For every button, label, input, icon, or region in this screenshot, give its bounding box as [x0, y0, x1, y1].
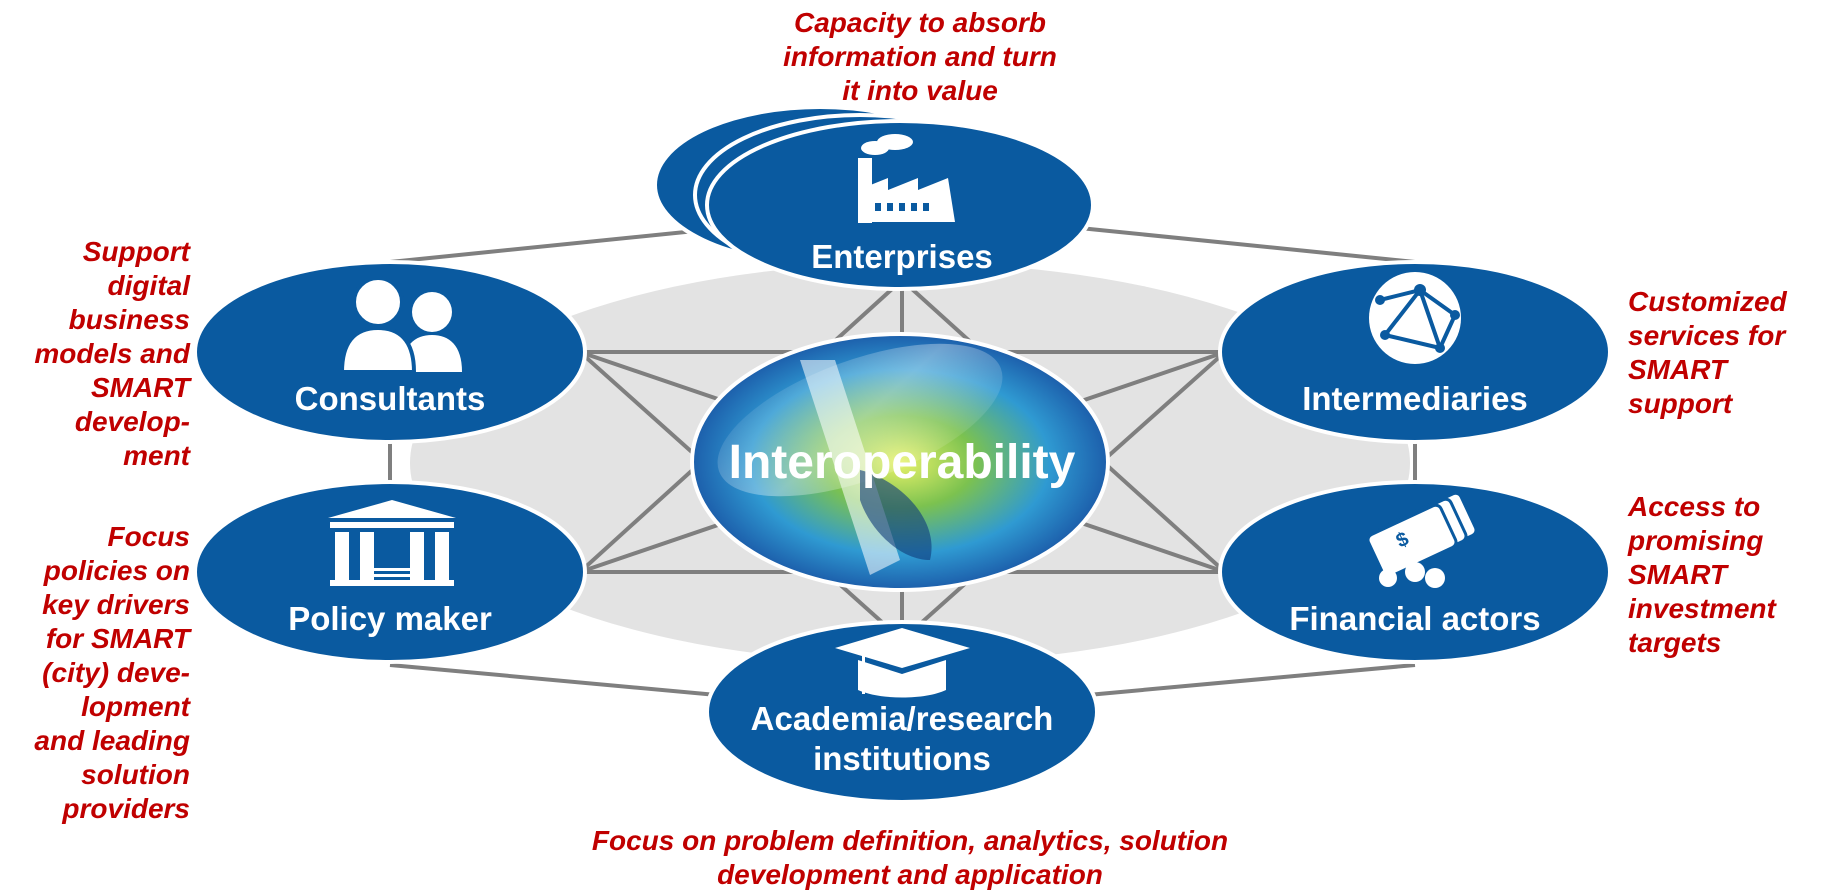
globe-network-icon	[1369, 272, 1461, 364]
node-label: Intermediaries	[1302, 380, 1528, 417]
factory-icon	[858, 134, 955, 223]
interoperability-hub: Interoperability	[690, 332, 1110, 592]
annotation-enterprises: Capacity to absorb information and turn …	[783, 7, 1057, 106]
node-label: Consultants	[295, 380, 486, 417]
annotation-consultants: Support digital business models and SMAR…	[34, 236, 190, 471]
annotation-intermediaries: Customized services for SMART support	[1628, 286, 1787, 419]
node-academia[interactable]: Academia/research institutions	[705, 620, 1099, 804]
node-intermediaries[interactable]: Intermediaries	[1218, 260, 1612, 444]
government-building-icon	[328, 500, 456, 586]
node-financial[interactable]: $ Financial actors	[1218, 480, 1612, 664]
graduation-cap-icon	[835, 628, 970, 698]
node-enterprises[interactable]: Enterprises	[653, 105, 1095, 291]
people-icon	[339, 276, 462, 374]
annotation-academia: Focus on problem definition, analytics, …	[591, 825, 1229, 890]
node-label-line2: institutions	[813, 740, 991, 777]
annotation-policy: Focus policies on key drivers for SMART …	[34, 521, 190, 824]
node-label: Financial actors	[1289, 600, 1540, 637]
money-icon: $	[1366, 491, 1478, 588]
node-label-line1: Academia/research	[751, 700, 1054, 737]
annotation-financial: Access to promising SMART investment tar…	[1628, 491, 1776, 658]
hub-label: Interoperability	[729, 436, 1076, 489]
node-policy[interactable]: Policy maker	[193, 480, 587, 664]
node-label: Policy maker	[288, 600, 492, 637]
node-label: Enterprises	[811, 238, 993, 275]
node-consultants[interactable]: Consultants	[193, 260, 587, 444]
